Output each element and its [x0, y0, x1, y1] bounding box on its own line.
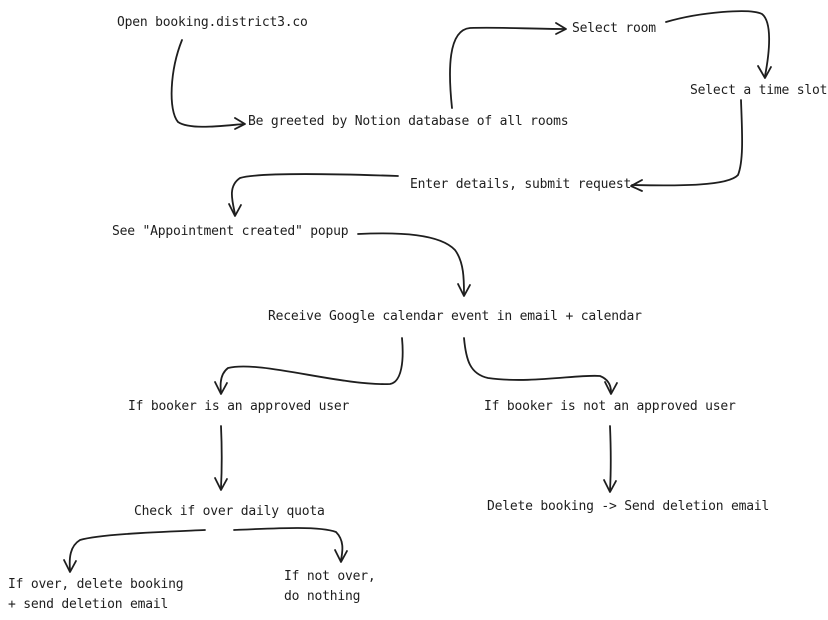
- arrowhead-open-to-greeted: [234, 117, 246, 130]
- arrow-quota-to-over: [68, 529, 206, 571]
- node-select-slot: Select a time slot: [690, 83, 828, 98]
- arrow-approved-to-quota: [220, 425, 223, 489]
- node-check-quota: Check if over daily quota: [134, 504, 325, 519]
- arrow-open-to-greeted: [170, 39, 245, 128]
- arrow-details-to-popup: [230, 173, 399, 215]
- arrowhead-room-to-slot: [757, 65, 772, 79]
- arrowhead-receive-to-approved: [214, 381, 228, 395]
- node-delete-send: Delete booking -> Send deletion email: [487, 499, 770, 514]
- arrow-greeted-to-room: [449, 26, 566, 109]
- arrowhead-quota-to-not-over: [334, 549, 348, 563]
- node-popup: See "Appointment created" popup: [112, 224, 349, 239]
- arrowhead-slot-to-details: [630, 179, 643, 192]
- arrow-receive-to-not-approved: [463, 337, 612, 393]
- arrowhead-quota-to-over: [63, 559, 77, 573]
- node-if-over: If over, delete booking + send deletion …: [8, 577, 184, 612]
- node-greeted: Be greeted by Notion database of all roo…: [248, 114, 569, 129]
- arrowhead-approved-to-quota: [214, 477, 228, 491]
- arrow-popup-to-receive: [357, 232, 465, 295]
- arrow-receive-to-approved: [219, 337, 404, 393]
- arrowhead-popup-to-receive: [457, 283, 471, 297]
- arrowhead-not-approved-to-delete: [603, 479, 617, 493]
- arrow-room-to-slot: [665, 10, 770, 77]
- node-receive: Receive Google calendar event in email +…: [268, 309, 642, 324]
- arrowhead-details-to-popup: [228, 203, 242, 217]
- node-approved: If booker is an approved user: [128, 399, 350, 414]
- arrow-not-approved-to-delete: [609, 425, 612, 491]
- node-if-not-over: If not over, do nothing: [284, 569, 376, 604]
- node-select-room: Select room: [572, 21, 656, 36]
- arrowhead-greeted-to-room: [555, 22, 567, 35]
- arrow-slot-to-details: [631, 99, 744, 187]
- arrow-quota-to-not-over: [233, 527, 344, 561]
- arrowhead-receive-to-not-approved: [604, 381, 618, 395]
- node-open: Open booking.district3.co: [117, 15, 308, 30]
- node-enter-details: Enter details, submit request: [410, 177, 632, 192]
- node-not-approved: If booker is not an approved user: [484, 399, 736, 414]
